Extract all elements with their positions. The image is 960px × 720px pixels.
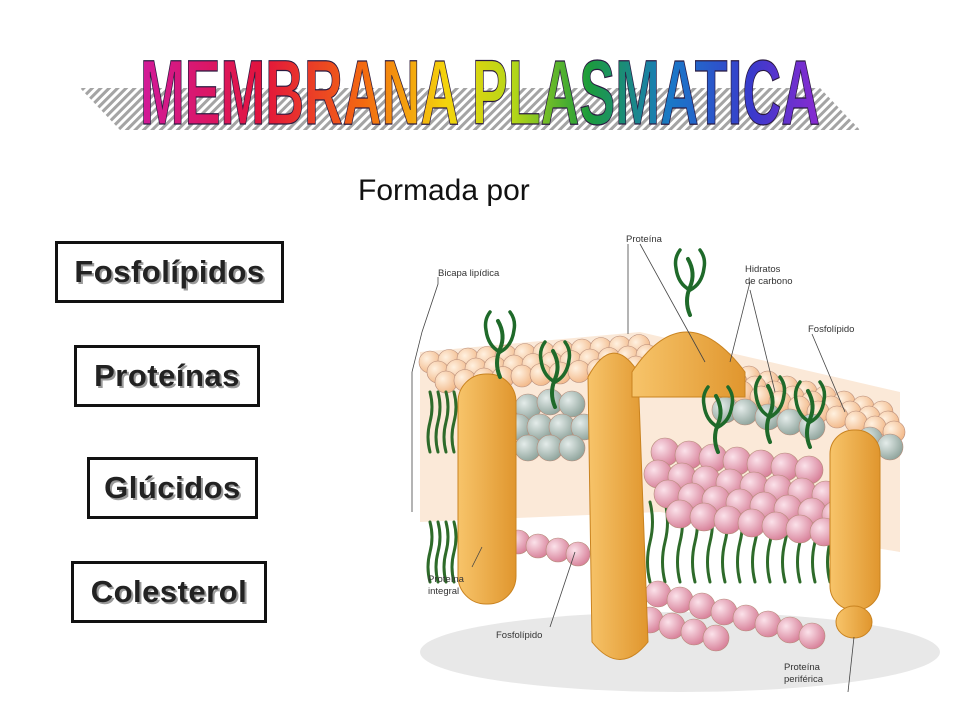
component-box-proteinas: Proteínas <box>74 345 260 407</box>
phospholipid-head <box>565 541 591 567</box>
phospholipid-head <box>731 398 759 426</box>
integral-protein-left <box>457 373 517 605</box>
label-proteina-integral-2: integral <box>428 586 459 597</box>
title-text: MEMBRANA PLASMATICA <box>140 42 820 144</box>
phospholipid-tail <box>434 520 442 584</box>
carbohydrate-chain <box>498 310 517 354</box>
phospholipid-head <box>689 502 719 532</box>
phospholipid-head <box>567 360 591 383</box>
phospholipid-head <box>510 364 534 388</box>
component-label: Colesterol <box>90 574 248 609</box>
carbohydrate-chain <box>793 380 812 424</box>
phospholipid-tail <box>426 520 434 584</box>
carbohydrate-chain <box>713 394 723 454</box>
carbohydrate-chain <box>805 389 815 449</box>
phospholipid-head <box>798 622 826 650</box>
label-fosfolipido-bottom: Fosfolípido <box>496 630 542 641</box>
carbohydrate-chain <box>768 375 787 419</box>
membrane-diagram: Proteína Bicapa lipídica Hidratos de car… <box>411 234 940 693</box>
component-box-colesterol: Colesterol <box>71 561 267 623</box>
carbohydrate-chain <box>538 340 557 384</box>
phospholipid-tail <box>450 520 458 584</box>
peripheral-protein <box>835 605 873 639</box>
title-art: MEMBRANA PLASMATICA <box>80 41 860 145</box>
channel-protein-dome <box>631 331 746 398</box>
phospholipid-head <box>825 405 849 429</box>
carbohydrate-chain <box>753 375 772 419</box>
carbohydrate-chain <box>550 349 560 409</box>
label-proteina: Proteína <box>626 234 663 245</box>
phospholipid-head <box>785 514 815 544</box>
component-label: Glúcidos <box>104 470 241 505</box>
subtitle: Formada por <box>358 174 530 207</box>
component-box-fosfolipidos: Fosfolípidos <box>55 241 284 303</box>
phospholipid-head <box>558 390 586 418</box>
component-box-glucidos: Glúcidos <box>87 457 258 519</box>
label-bicapa-lipidica: Bicapa lipídica <box>438 268 500 279</box>
phospholipid-tail <box>646 500 654 584</box>
carbohydrate-chain <box>716 385 735 429</box>
phospholipid-head <box>702 624 730 652</box>
label-hidratos-1: Hidratos <box>745 264 781 275</box>
label-hidratos-2: de carbono <box>745 276 793 287</box>
phospholipid-heads-bottom <box>505 529 826 652</box>
phospholipid-head <box>761 511 791 541</box>
carbohydrate-chain <box>688 248 707 292</box>
phospholipid-head <box>713 505 743 535</box>
phospholipid-head <box>737 508 767 538</box>
carbohydrate-chain <box>495 319 505 379</box>
phospholipid-head <box>558 434 586 462</box>
phospholipid-tail <box>434 390 442 454</box>
page-title: MEMBRANA PLASMATICA <box>0 0 960 160</box>
phospholipid-head <box>665 499 695 529</box>
carbohydrate-chain <box>553 340 572 384</box>
label-proteina-periferica-2: periférica <box>784 674 824 685</box>
carbohydrate-chain <box>685 257 695 317</box>
phospholipid-tail <box>426 390 434 454</box>
carbohydrate-chain <box>765 384 775 444</box>
phospholipid-tail <box>442 520 450 584</box>
phospholipid-tail <box>450 390 458 454</box>
carbohydrate-chain <box>483 310 502 354</box>
integral-protein-center <box>587 352 649 660</box>
carbohydrate-chain <box>808 380 827 424</box>
leader-lines <box>411 243 855 693</box>
phospholipid-tail <box>442 390 450 454</box>
carbohydrate-chains <box>483 248 827 454</box>
label-fosfolipido-top: Fosfolípido <box>808 324 854 335</box>
phospholipid-heads-front <box>643 437 851 547</box>
phospholipid-head <box>434 370 458 394</box>
integral-protein-right <box>829 429 881 611</box>
label-proteina-periferica-1: Proteína <box>784 662 821 673</box>
phospholipid-head <box>876 433 904 461</box>
component-label: Proteínas <box>94 358 240 393</box>
carbohydrate-chain <box>673 248 692 292</box>
label-proteina-integral-1: Proteína <box>428 574 465 585</box>
carbohydrate-chain <box>701 385 720 429</box>
component-label: Fosfolípidos <box>74 254 265 289</box>
